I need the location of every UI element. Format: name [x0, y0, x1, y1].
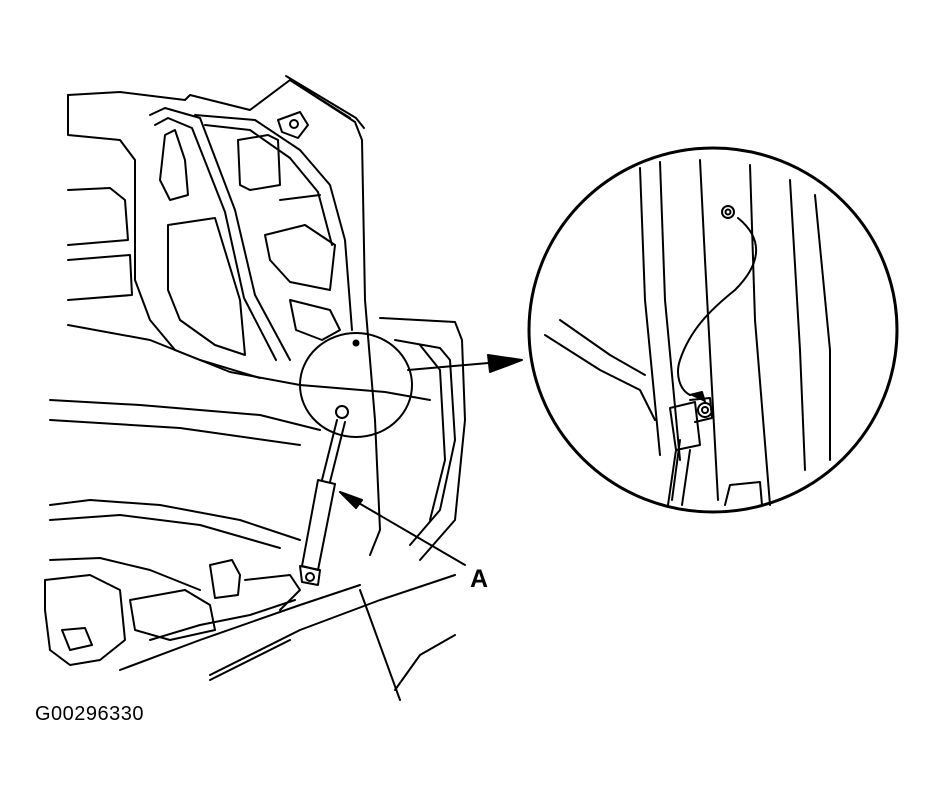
magnified-inset [527, 146, 899, 514]
engine-compartment [44, 399, 456, 701]
magnify-arrow [407, 354, 523, 373]
callout-label-a: A [470, 565, 489, 593]
figure-id: G00296330 [35, 703, 145, 725]
hood-support-strut [299, 405, 349, 586]
detail-marker-circle [299, 332, 413, 438]
fender [299, 317, 466, 561]
hood-panel [67, 75, 381, 556]
callout-leader-a [339, 491, 466, 566]
